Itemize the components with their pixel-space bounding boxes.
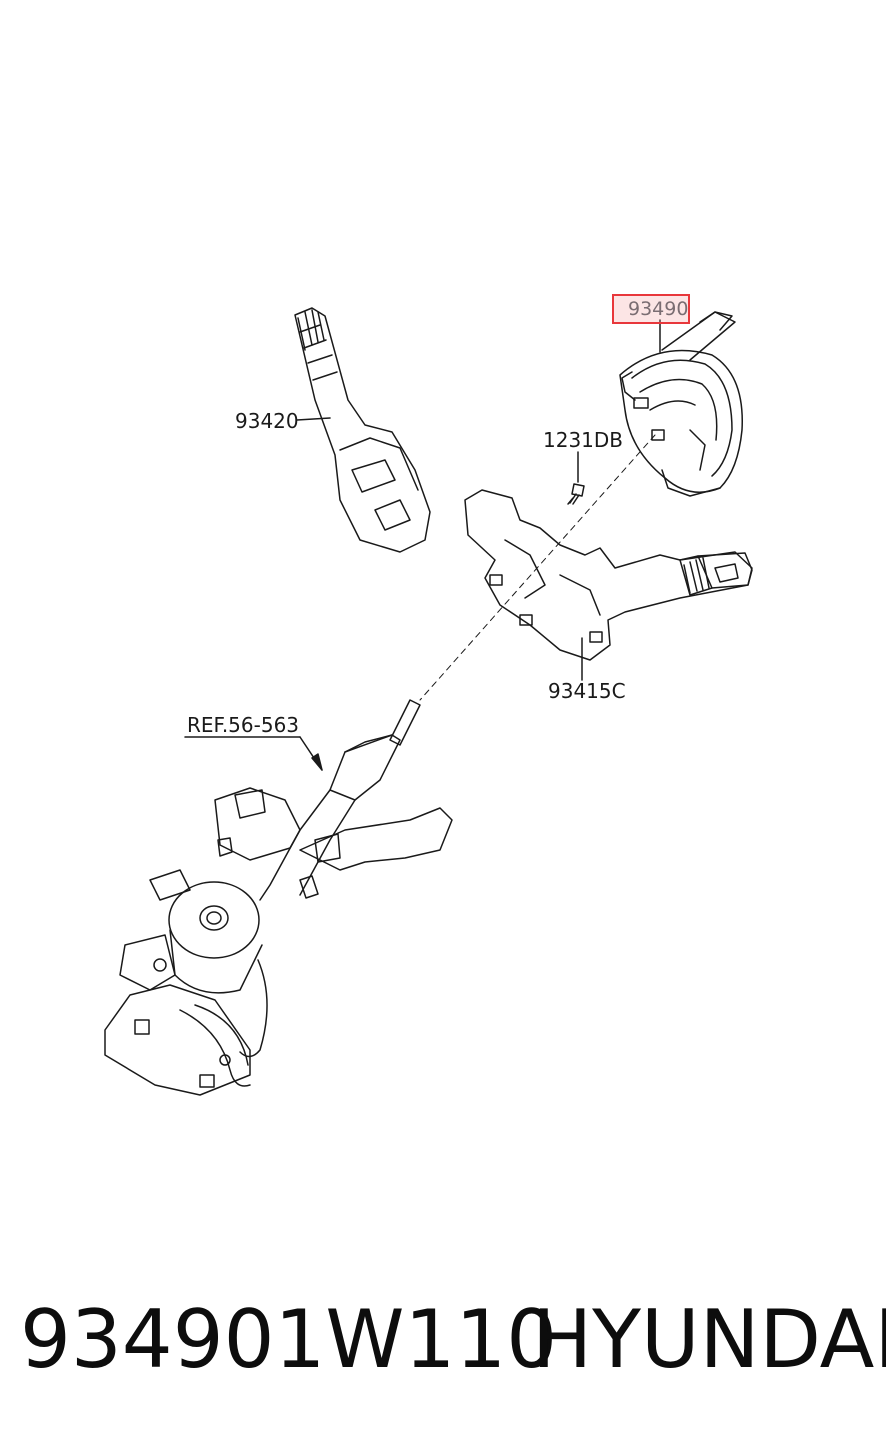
label-1231DB: 1231DB — [543, 428, 624, 452]
power-steering-motor — [104, 869, 268, 1096]
clock-spring-93490 — [619, 311, 743, 497]
leader-93420 — [296, 417, 331, 421]
assembly-axis-dashed — [419, 434, 656, 701]
label-93420: 93420 — [235, 409, 299, 433]
steering-column — [214, 699, 453, 901]
highlight-box — [612, 294, 690, 324]
label-93415C: 93415C — [548, 679, 626, 703]
footer-part-number: 934901W110 — [20, 1293, 558, 1386]
label-93490: 93490 — [628, 298, 689, 320]
footer-brand: HYUNDAI — [532, 1293, 886, 1386]
screw-1231DB — [567, 483, 585, 505]
multifunction-switch-93415C — [464, 489, 753, 661]
wiper-switch-93420 — [294, 307, 431, 553]
label-ref-56-563: REF.56-563 — [187, 713, 300, 737]
